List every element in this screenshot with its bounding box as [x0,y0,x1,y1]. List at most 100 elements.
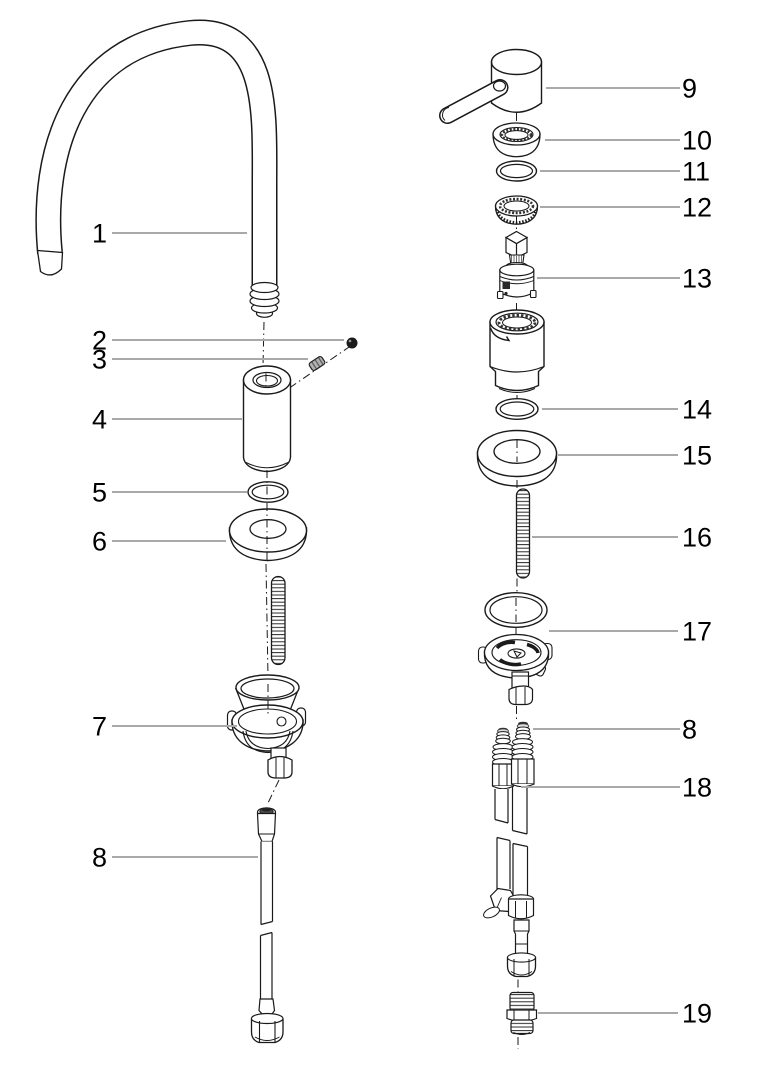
callout-label: 7 [92,712,107,742]
hose-tube-lower-fill [513,843,528,901]
cartridge-top-face [499,263,535,277]
hose-tube-upper [494,789,509,824]
callout-label: 8 [92,843,107,873]
callout-10: 10 [545,126,712,156]
hose-tube-lower [512,842,529,902]
screw-highlight [348,339,352,343]
hose-collar [256,812,277,843]
part-base-ring-6 [228,508,308,562]
housing-shoulder [489,365,545,373]
adapter-upper-threads [509,991,535,1012]
screw-head [346,337,358,349]
callout-9: 9 [546,74,697,104]
o-ring-inner [499,163,534,179]
hose-crimp-top [261,807,272,812]
callout-label: 1 [92,219,107,249]
hose-hex [510,758,535,785]
hose-tube-upper [511,787,528,835]
part-housing [489,309,545,393]
callout-4: 4 [92,405,242,435]
part-threaded-stud-left [270,575,286,666]
hose-elbow-wing [483,906,500,919]
cylinder-inner-rim [252,371,282,389]
nut-hole [503,200,530,212]
hose-tube-upper-fill [261,841,273,924]
hose-right-of-pair [506,721,537,978]
hose-hex-bottom [492,785,514,790]
part-supply-hose-left [250,807,284,1044]
hex-nut-facets [515,687,526,704]
housing-clip [489,327,511,342]
callout-label: 5 [92,478,107,508]
handle-body [490,61,543,113]
cartridge-tab-right [529,289,537,299]
hex-nut [508,685,534,706]
thread-ridge [250,281,279,294]
lower-coupling-nut-bottom [510,971,533,976]
plate-slot [526,642,540,654]
callout-18: 18 [521,773,712,803]
part-dome-cap [492,122,541,158]
callout-19: 19 [538,999,712,1029]
callout-label: 3 [92,345,107,375]
housing-bore [502,316,532,329]
hose-end-nut-bottom [254,1036,280,1041]
part-o-ring-11 [495,160,538,182]
callout-label: 11 [682,157,710,187]
callout-label: 10 [682,126,712,156]
cylinder-top-face [242,365,292,395]
cartridge-port [502,281,510,289]
part-threaded-stud-16 [515,488,531,579]
hose-tube-lower-fill [497,837,510,889]
adapter-bottom-edge [513,1032,531,1035]
callout-11: 11 [540,157,710,187]
callout-label: 18 [682,773,712,803]
stud-threads [270,575,286,666]
hose-tube-upper-fill [512,787,527,833]
callout-8-right: 8 [533,715,697,745]
nut-thread-hatch [498,197,535,215]
part-mounting-set-7 [226,674,307,779]
callout-3: 3 [92,345,308,375]
center-line [267,779,280,804]
callout-15: 15 [558,441,712,471]
o-ring-inner [499,401,535,417]
cartridge-dot [504,291,508,296]
plate-slot [495,640,516,650]
callout-1: 1 [92,219,247,249]
hose-nipple-ridge [495,737,511,745]
callout-label: 12 [682,193,712,223]
callout-6: 6 [92,527,226,557]
lower-coupling-nut-top [506,952,537,963]
c-ring-inner [245,730,291,750]
hose-hex-facets [498,764,508,786]
cartridge-seam2 [499,280,534,285]
hose-left-of-pair [483,727,517,919]
spline-hatch [511,255,522,266]
part-stabilizer-plate [477,633,553,706]
callout-label: 8 [682,715,697,745]
callout-label: 6 [92,527,107,557]
callout-5: 5 [92,478,247,508]
part-screw [346,337,358,349]
lever-pivot [492,80,507,92]
hose-hex-facets [517,759,528,784]
hex-nut [267,755,293,779]
callout-12: 12 [540,193,712,223]
dome-hole [504,130,529,140]
hex-nut-facets [275,757,285,778]
callout-label: 4 [92,405,107,435]
hose-tube-lower [496,836,511,889]
part-o-ring-14 [495,398,539,421]
valve-shaft-seams [514,930,529,945]
part-spout-base [242,365,292,473]
housing-bottom-seam [498,388,536,393]
part-cartridge [496,230,537,300]
adapter-hex-facets [513,1010,530,1021]
cartridge-seam [499,276,534,281]
handle-top-face [490,48,543,76]
hose-tube-upper-fill [495,789,508,822]
handle-lever-fill [440,80,507,123]
callouts: 1 2 3 4 5 6 7 8 [92,74,712,1029]
